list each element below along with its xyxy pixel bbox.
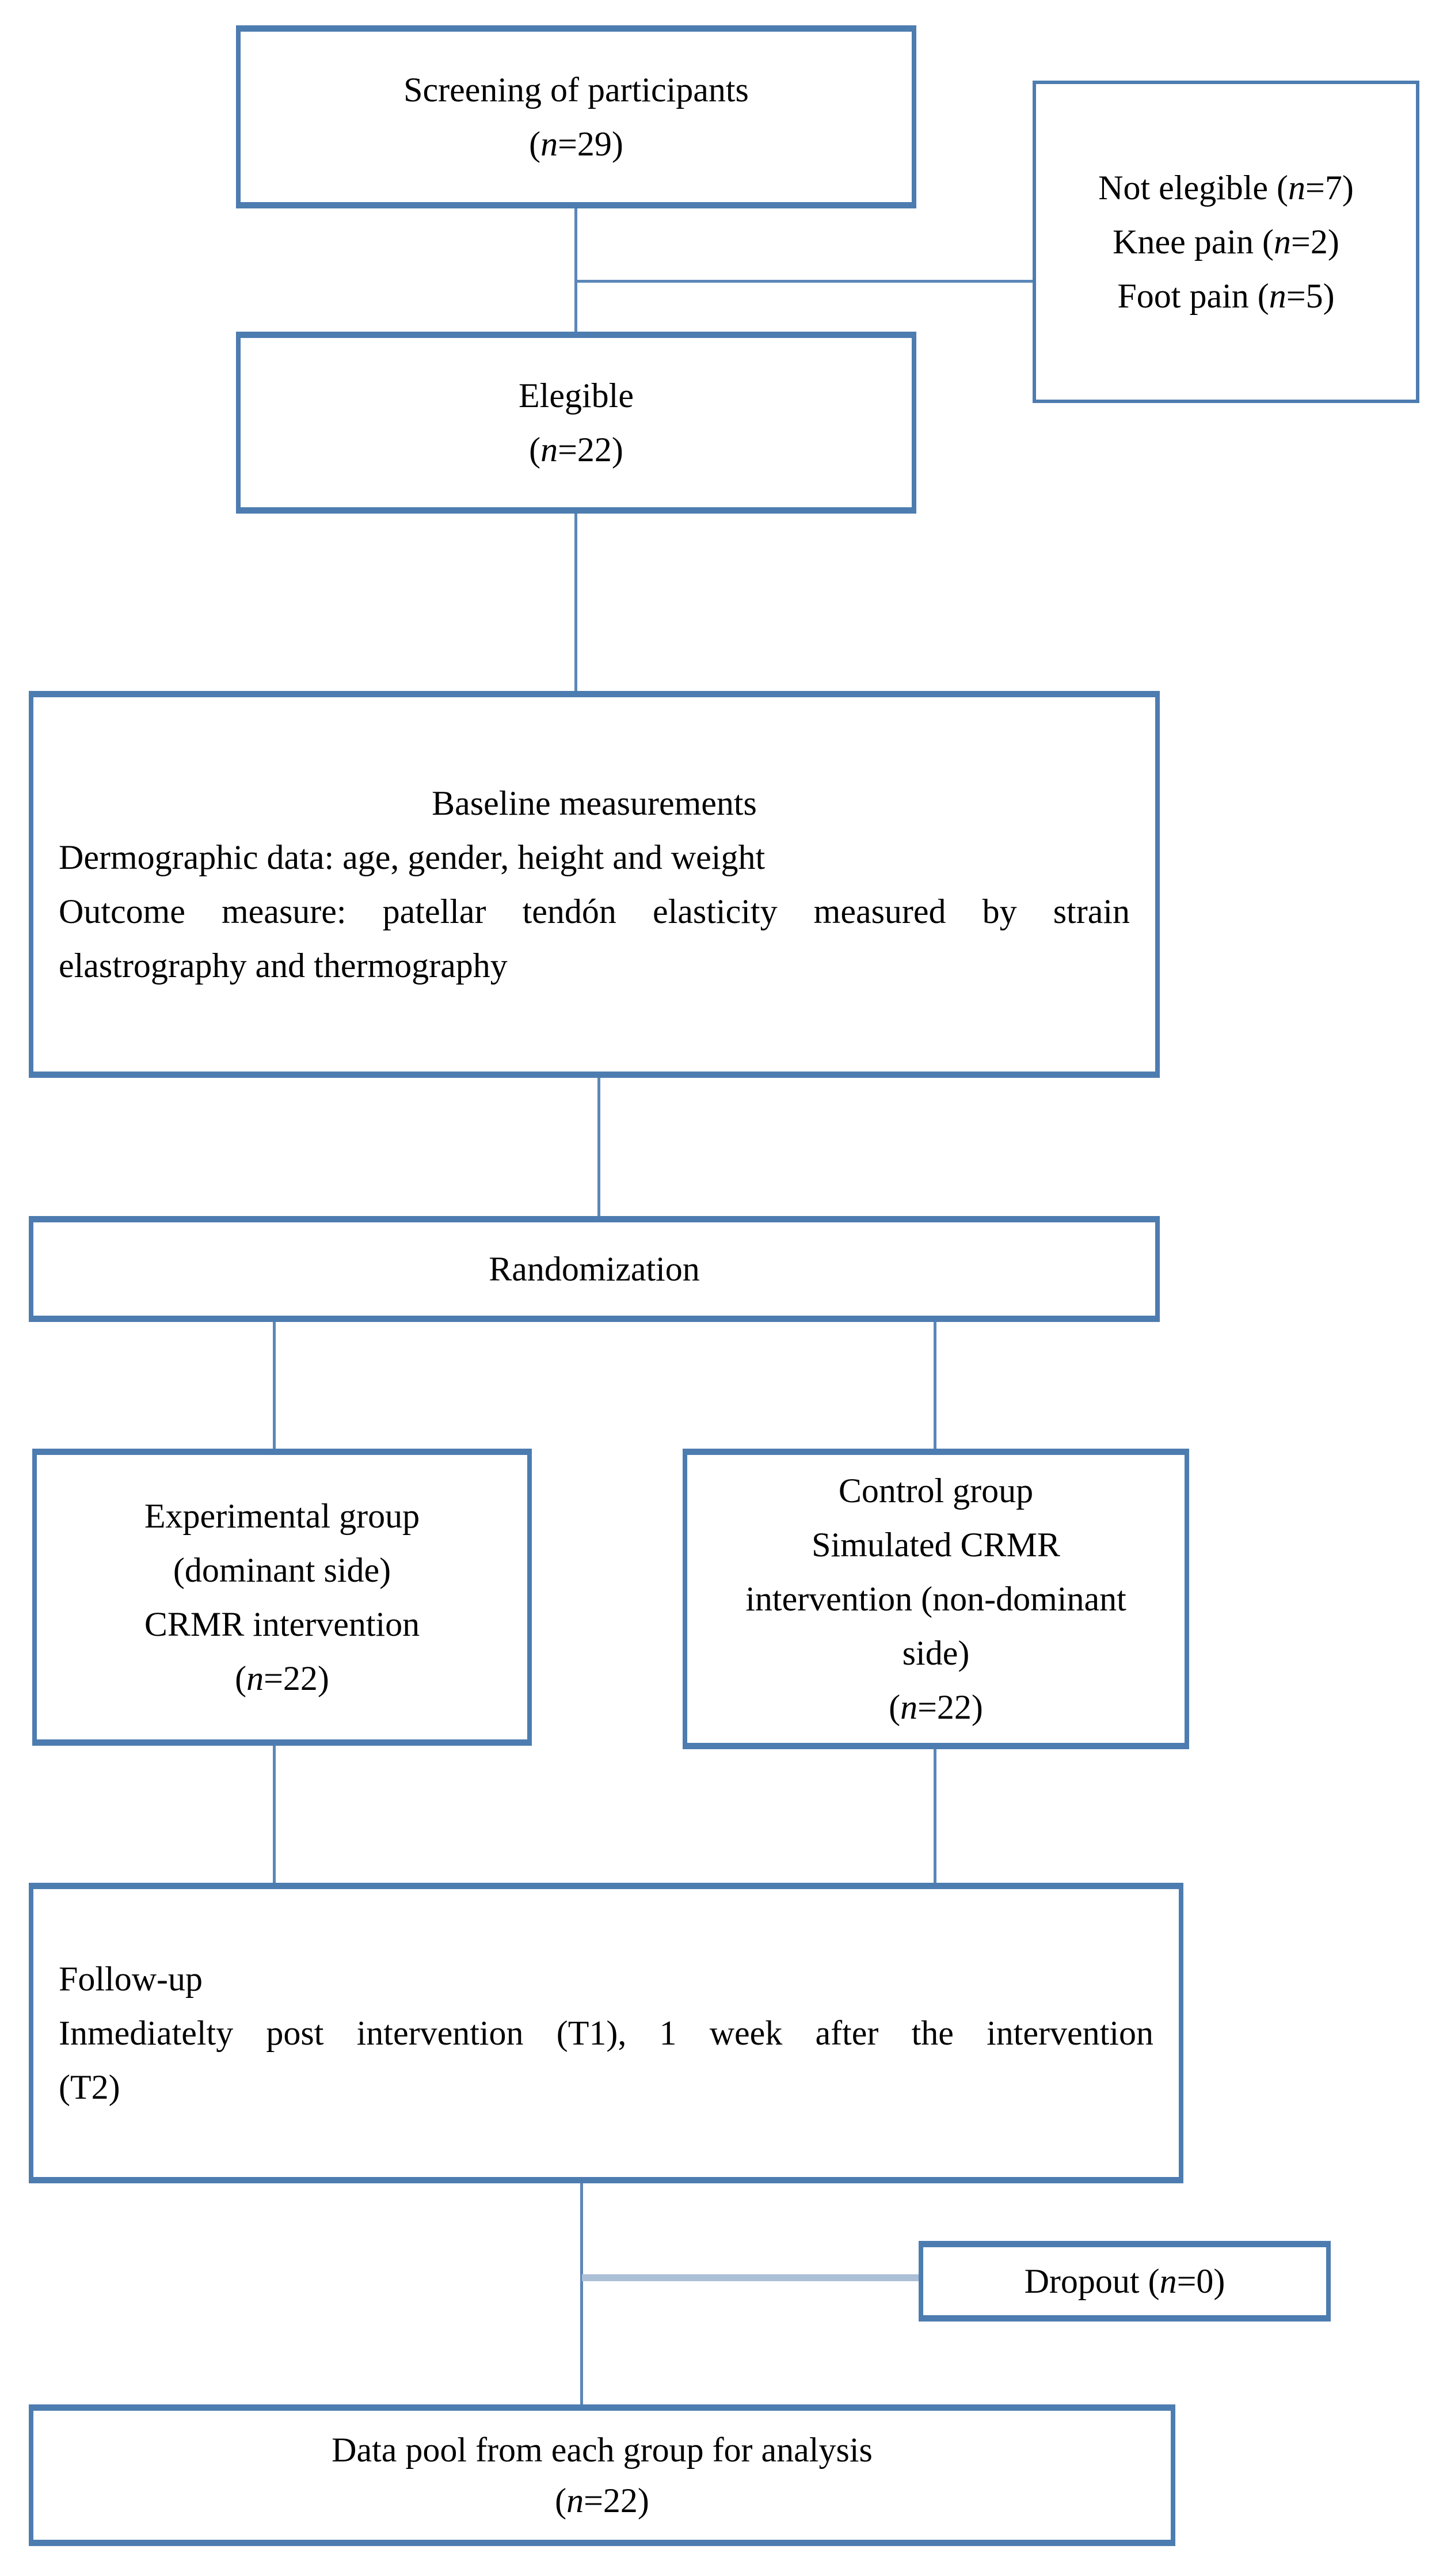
screening-box: Screening of participants (n=29): [236, 25, 916, 208]
knee-pain-line: Knee pain (n=2): [1036, 215, 1416, 269]
not-elegible-var: n: [1288, 169, 1306, 207]
connector-screening-to-elegible: [574, 208, 577, 332]
experimental-count-pre: (: [235, 1659, 247, 1697]
experimental-count-post: =22): [264, 1659, 329, 1697]
foot-pain-var: n: [1269, 277, 1286, 315]
screening-count-pre: (: [529, 125, 541, 163]
followup-t2-line: (T2): [59, 2068, 120, 2106]
experimental-line2: (dominant side): [173, 1551, 391, 1589]
elegible-box: Elegible (n=22): [236, 332, 916, 514]
control-count-post: =22): [917, 1688, 983, 1726]
datapool-title: Data pool from each group for analysis: [332, 2431, 873, 2469]
baseline-demographic-line: Dermographic data: age, gender, height a…: [59, 838, 766, 876]
datapool-count: (n=22): [33, 2475, 1171, 2526]
screening-count: (n=29): [241, 117, 912, 171]
elegible-count-var: n: [540, 431, 558, 469]
experimental-group-box: Experimental group (dominant side) CRMR …: [32, 1449, 532, 1746]
dropout-box: Dropout (n=0): [919, 2241, 1331, 2322]
connector-elegible-to-baseline: [574, 514, 577, 691]
dropout-var: n: [1159, 2262, 1177, 2300]
connector-randomization-to-experimental: [273, 1322, 276, 1449]
not-elegible-box: Not elegible (n=7) Knee pain (n=2) Foot …: [1033, 81, 1419, 403]
baseline-outcome-line: Outcome measure: patellar tendón elastic…: [59, 892, 1130, 930]
connector-branch-to-dropout: [582, 2274, 919, 2281]
not-elegible-line: Not elegible (n=7): [1036, 161, 1416, 215]
control-line4: side): [902, 1634, 970, 1672]
followup-timepoints-line: Inmediatelty post intervention (T1), 1 w…: [59, 2014, 1153, 2052]
connector-followup-to-datapool: [580, 2183, 583, 2404]
screening-count-post: =29): [558, 125, 623, 163]
control-count-var: n: [900, 1688, 918, 1726]
control-line3: intervention (non-dominant: [745, 1580, 1126, 1618]
not-elegible-pre: Not elegible (: [1098, 169, 1289, 207]
control-count: (n=22): [701, 1680, 1171, 1734]
elegible-count-post: =22): [558, 431, 623, 469]
datapool-count-pre: (: [555, 2482, 567, 2520]
baseline-box: Baseline measurements Dermographic data:…: [29, 691, 1160, 1078]
followup-box: Follow-up Inmediatelty post intervention…: [29, 1883, 1183, 2183]
dropout-label: Dropout (n=0): [923, 2254, 1326, 2308]
experimental-line1: Experimental group: [144, 1497, 420, 1535]
elegible-title: Elegible: [519, 377, 634, 415]
experimental-count: (n=22): [37, 1651, 527, 1705]
screening-count-var: n: [540, 125, 558, 163]
experimental-count-var: n: [246, 1659, 264, 1697]
knee-pain-var: n: [1274, 223, 1292, 261]
control-count-pre: (: [889, 1688, 901, 1726]
knee-pain-pre: Knee pain (: [1113, 223, 1274, 261]
dropout-pre: Dropout (: [1024, 2262, 1160, 2300]
datapool-count-var: n: [566, 2482, 584, 2520]
baseline-title: Baseline measurements: [432, 784, 757, 822]
control-group-box: Control group Simulated CRMR interventio…: [683, 1449, 1189, 1749]
datapool-count-post: =22): [584, 2482, 649, 2520]
dropout-post: =0): [1176, 2262, 1225, 2300]
elegible-count-pre: (: [529, 431, 541, 469]
connector-experimental-to-followup: [273, 1746, 276, 1883]
connector-control-to-followup: [934, 1749, 936, 1883]
not-elegible-post: =7): [1305, 169, 1354, 207]
followup-title: Follow-up: [59, 1960, 203, 1998]
baseline-outcome-line2: elastrography and thermography: [59, 947, 508, 985]
datapool-box: Data pool from each group for analysis (…: [29, 2404, 1175, 2546]
control-line1: Control group: [838, 1472, 1034, 1510]
control-line2: Simulated CRMR: [812, 1526, 1060, 1564]
elegible-count: (n=22): [241, 423, 912, 477]
foot-pain-pre: Foot pain (: [1117, 277, 1269, 315]
connector-randomization-to-control: [934, 1322, 936, 1449]
connector-baseline-to-randomization: [597, 1078, 600, 1216]
randomization-box: Randomization: [29, 1216, 1160, 1322]
knee-pain-post: =2): [1291, 223, 1339, 261]
connector-branch-to-not-elegible: [576, 280, 1033, 283]
screening-title: Screening of participants: [403, 71, 749, 109]
foot-pain-post: =5): [1286, 277, 1335, 315]
randomization-title: Randomization: [489, 1250, 700, 1288]
experimental-line3: CRMR intervention: [144, 1605, 420, 1643]
foot-pain-line: Foot pain (n=5): [1036, 269, 1416, 323]
